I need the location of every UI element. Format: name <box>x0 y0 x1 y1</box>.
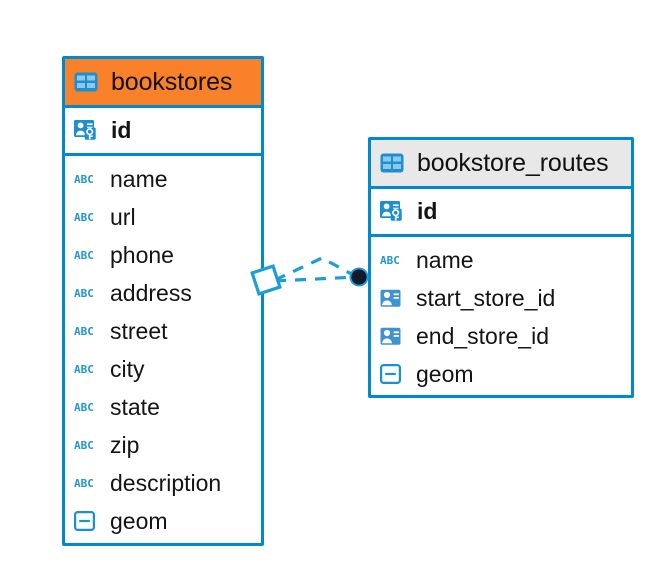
text-type-icon: ABC <box>74 248 94 262</box>
entity-bookstore-routes-header[interactable]: bookstore_routes <box>371 140 631 189</box>
primary-key-icon <box>380 200 408 223</box>
field-row-geom[interactable]: geom <box>65 502 261 540</box>
text-type-icon: ABC <box>74 286 94 300</box>
field-label-state: state <box>110 393 160 420</box>
field-label-url: url <box>110 203 136 230</box>
primary-key-icon <box>74 119 102 142</box>
table-icon <box>380 153 408 173</box>
text-type-icon: ABC <box>74 210 94 224</box>
entity-bookstore-routes-title: bookstore_routes <box>417 148 609 177</box>
field-row-zip[interactable]: ABC zip <box>65 426 261 464</box>
field-label-zip: zip <box>110 431 140 458</box>
field-label-geom: geom <box>110 507 168 534</box>
entity-bookstore-routes-fields: ABC name start_store_id <box>371 237 631 397</box>
relationship-target-circle-marker <box>349 267 369 287</box>
field-row-description[interactable]: ABC description <box>65 464 261 502</box>
field-row-address[interactable]: ABC address <box>65 274 261 312</box>
text-type-icon: ABC <box>74 438 94 452</box>
field-row-street[interactable]: ABC street <box>65 312 261 350</box>
entity-bookstore-routes-key-section: id <box>371 189 631 237</box>
field-label-name: name <box>416 246 474 273</box>
entity-bookstores-header[interactable]: bookstores <box>65 59 261 108</box>
field-label-end-store-id: end_store_id <box>416 322 549 349</box>
relationship-connector-bookstores-to-bookstore-routes[interactable] <box>250 240 380 320</box>
text-type-icon: ABC <box>74 172 94 186</box>
field-row-city[interactable]: ABC city <box>65 350 261 388</box>
field-label-city: city <box>110 355 145 382</box>
field-row-name[interactable]: ABC name <box>65 160 261 198</box>
field-row-geom[interactable]: geom <box>371 355 631 393</box>
text-type-icon: ABC <box>380 253 400 267</box>
field-row-name[interactable]: ABC name <box>371 241 631 279</box>
field-label-geom: geom <box>416 360 474 387</box>
field-label-description: description <box>110 469 222 496</box>
entity-bookstores[interactable]: bookstores <box>62 56 264 546</box>
field-row-url[interactable]: ABC url <box>65 198 261 236</box>
text-type-icon: ABC <box>74 400 94 414</box>
foreign-key-icon <box>380 289 407 308</box>
field-row-id[interactable]: id <box>371 189 631 234</box>
field-row-phone[interactable]: ABC phone <box>65 236 261 274</box>
entity-bookstores-title: bookstores <box>111 67 233 96</box>
field-label-street: street <box>110 317 168 344</box>
field-label-id: id <box>417 198 438 224</box>
entity-bookstores-fields: ABC name ABC url ABC phone ABC <box>65 156 261 544</box>
entity-bookstores-key-section: id <box>65 108 261 156</box>
field-row-state[interactable]: ABC state <box>65 388 261 426</box>
geometry-type-icon <box>74 511 101 531</box>
field-label-phone: phone <box>110 241 174 268</box>
field-row-id[interactable]: id <box>65 108 261 153</box>
text-type-icon: ABC <box>74 476 94 490</box>
text-type-icon: ABC <box>74 362 94 376</box>
field-row-end-store-id[interactable]: end_store_id <box>371 317 631 355</box>
relationship-line-lower <box>274 275 358 283</box>
geometry-type-icon <box>380 364 407 384</box>
field-row-start-store-id[interactable]: start_store_id <box>371 279 631 317</box>
field-label-address: address <box>110 279 192 306</box>
table-icon <box>74 72 102 92</box>
entity-bookstore-routes[interactable]: bookstore_routes <box>368 137 634 398</box>
relationship-line-upper <box>274 256 358 282</box>
text-type-icon: ABC <box>74 324 94 338</box>
foreign-key-icon <box>380 327 407 346</box>
field-label-start-store-id: start_store_id <box>416 284 556 311</box>
field-label-name: name <box>110 165 168 192</box>
field-label-id: id <box>111 117 132 143</box>
